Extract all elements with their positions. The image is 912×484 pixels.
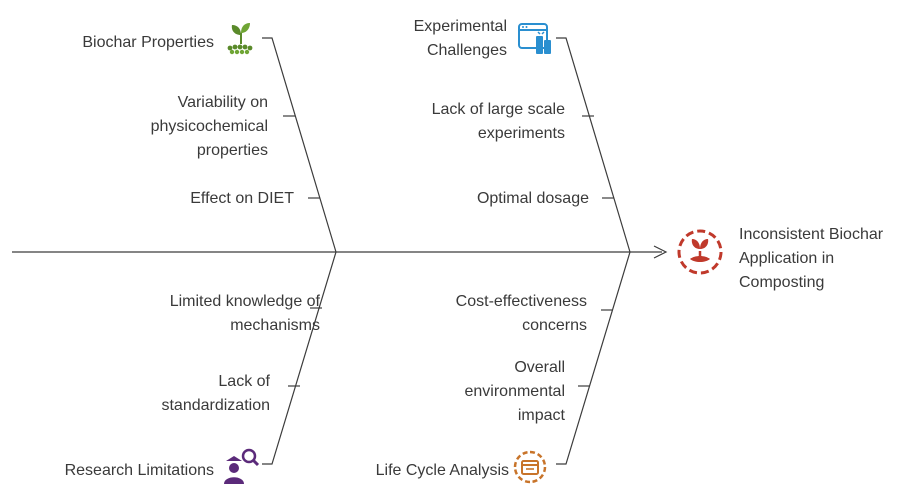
recycle-box-icon <box>513 450 547 484</box>
bone-experimental-challenges <box>556 37 631 253</box>
bone-life-cycle-analysis <box>556 251 631 465</box>
spine-arrowhead <box>653 245 668 259</box>
seedling-soil-icon <box>227 23 253 55</box>
cause-cost: Cost-effectiveness concerns <box>455 293 587 334</box>
category-biochar-properties: Biochar Properties <box>82 34 214 51</box>
bone-research-limitations <box>262 251 337 465</box>
cause-standardization: Lack of standardization <box>161 373 270 414</box>
cause-diet: Effect on DIET <box>190 190 294 207</box>
cause-dosage: Optimal dosage <box>476 190 589 207</box>
sprout-circle-icon <box>677 229 723 275</box>
cause-variability: Variability on physicochemical propertie… <box>150 94 268 159</box>
cause-large-scale: Lack of large scale experiments <box>431 101 565 142</box>
cause-environmental: Overall environmental impact <box>464 359 566 424</box>
category-research-limitations: Research Limitations <box>64 462 214 479</box>
effect-label: Inconsistent Biochar Application in Comp… <box>739 226 884 291</box>
bone-biochar-properties <box>262 37 337 253</box>
researcher-magnifier-icon <box>224 448 260 484</box>
cause-mechanisms: Limited knowledge of mechanisms <box>169 293 320 334</box>
category-life-cycle-analysis: Life Cycle Analysis <box>375 462 509 479</box>
lab-window-icon <box>518 23 551 54</box>
category-experimental-challenges: Experimental Challenges <box>413 18 507 59</box>
